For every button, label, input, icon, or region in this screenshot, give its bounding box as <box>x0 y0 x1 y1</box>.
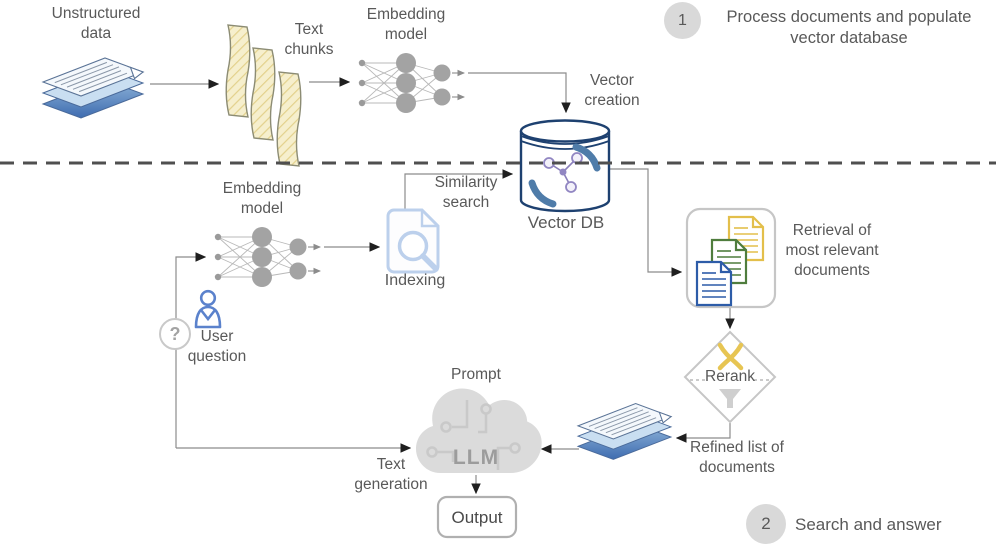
document-search-icon <box>386 208 440 274</box>
step-1-badge: 1 <box>664 2 701 39</box>
arrow-embedding-to-vectordb <box>468 72 571 114</box>
text-chunks-icon <box>225 24 302 167</box>
embedding-model-bottom-label: Embedding model <box>222 180 302 218</box>
retrieval-box <box>685 207 777 309</box>
text-generation-label: Text generation <box>354 456 428 494</box>
step-2-label: Search and answer <box>795 515 942 534</box>
embedding-model-top-label: Embedding model <box>366 6 446 44</box>
cloud-llm-icon <box>416 388 542 473</box>
prompt-label: Prompt <box>451 366 501 383</box>
rerank-diamond <box>683 330 777 424</box>
vector-db-label: Vector DB <box>527 213 605 232</box>
embedding-model-icon-top <box>359 53 464 113</box>
vector-graph-icon <box>528 143 601 208</box>
embedding-model-icon-bottom <box>215 227 320 287</box>
rerank-cross-icon <box>717 342 744 371</box>
user-icon <box>194 289 222 329</box>
arrow-question-to-embedding2 <box>175 252 207 448</box>
indexing-label: Indexing <box>384 272 446 289</box>
output-label: Output <box>451 508 503 527</box>
funnel-icon <box>719 389 741 408</box>
similarity-search-label: Similarity search <box>434 174 498 212</box>
text-chunks-label: Text chunks <box>284 21 334 59</box>
user-question-label: User question <box>187 328 247 366</box>
arrow-indexing-to-vectordb <box>404 169 514 210</box>
output-box <box>436 495 518 539</box>
vector-creation-label: Vector creation <box>584 72 640 110</box>
rerank-label: Rerank <box>705 368 755 385</box>
question-icon: ? <box>159 318 191 350</box>
document-stack-icon <box>42 57 144 119</box>
arrow-rerank-to-refined <box>675 423 731 443</box>
refined-document-stack-icon <box>577 403 672 460</box>
unstructured-data-label: Unstructured data <box>51 5 141 43</box>
arrow-vectordb-to-retrieval <box>609 168 683 277</box>
step-2-badge: 2 <box>746 504 786 544</box>
refined-list-label: Refined list of documents <box>690 439 784 477</box>
step-1-label: Process documents and populate vector da… <box>726 8 972 48</box>
database-icon <box>519 119 611 213</box>
retrieval-label: Retrieval of most relevant documents <box>785 222 879 280</box>
llm-label: LLM <box>452 446 500 469</box>
